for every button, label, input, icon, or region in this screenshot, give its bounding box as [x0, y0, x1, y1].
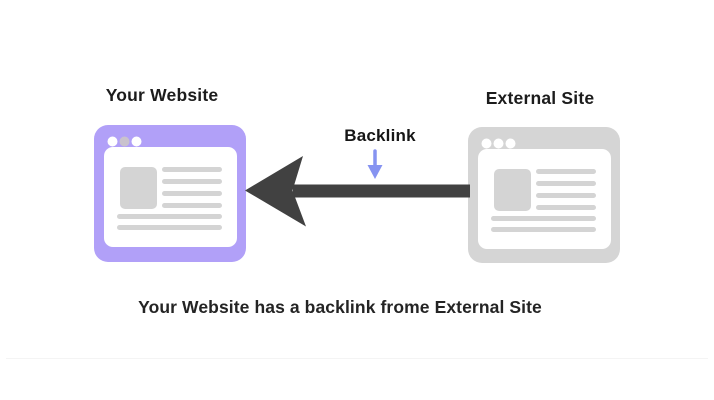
backlink-label: Backlink	[344, 126, 416, 145]
text-line-placeholder	[491, 216, 596, 221]
text-line-placeholder	[536, 205, 596, 210]
text-line-placeholder	[491, 227, 596, 232]
pointer-head	[367, 165, 383, 179]
external-site-window	[468, 127, 620, 263]
text-line-placeholder	[117, 214, 222, 219]
window-control-dots-icon	[107, 136, 142, 147]
your-website-page-content	[104, 147, 237, 247]
text-line-placeholder	[162, 203, 222, 208]
diagram-caption: Your Website has a backlink frome Extern…	[138, 297, 542, 317]
window-control-dots-icon	[481, 138, 516, 149]
backlink-pointer-down-icon	[367, 149, 383, 179]
backlink-arrow-shaft	[293, 184, 470, 198]
external-site-titlebar	[481, 136, 517, 149]
image-placeholder	[494, 169, 531, 211]
text-line-placeholder	[536, 193, 596, 198]
text-line-placeholder	[536, 169, 596, 174]
window-dot-icon	[481, 138, 492, 149]
external-site-page-content	[478, 149, 611, 249]
text-line-placeholder	[162, 179, 222, 184]
window-dot-icon	[119, 136, 130, 147]
external-site-label: External Site	[485, 88, 595, 108]
backlink-arrow-icon	[245, 156, 470, 227]
backlink-arrow-head	[245, 156, 306, 227]
text-line-placeholder	[162, 191, 222, 196]
window-dot-icon	[505, 138, 516, 149]
window-dot-icon	[131, 136, 142, 147]
your-website-titlebar	[107, 134, 143, 147]
image-placeholder	[120, 167, 157, 209]
text-line-placeholder	[117, 225, 222, 230]
your-website-label: Your Website	[105, 85, 219, 105]
window-dot-icon	[493, 138, 504, 149]
text-line-placeholder	[162, 167, 222, 172]
divider	[6, 358, 708, 359]
text-line-placeholder	[536, 181, 596, 186]
your-website-window	[94, 125, 246, 262]
window-dot-icon	[107, 136, 118, 147]
